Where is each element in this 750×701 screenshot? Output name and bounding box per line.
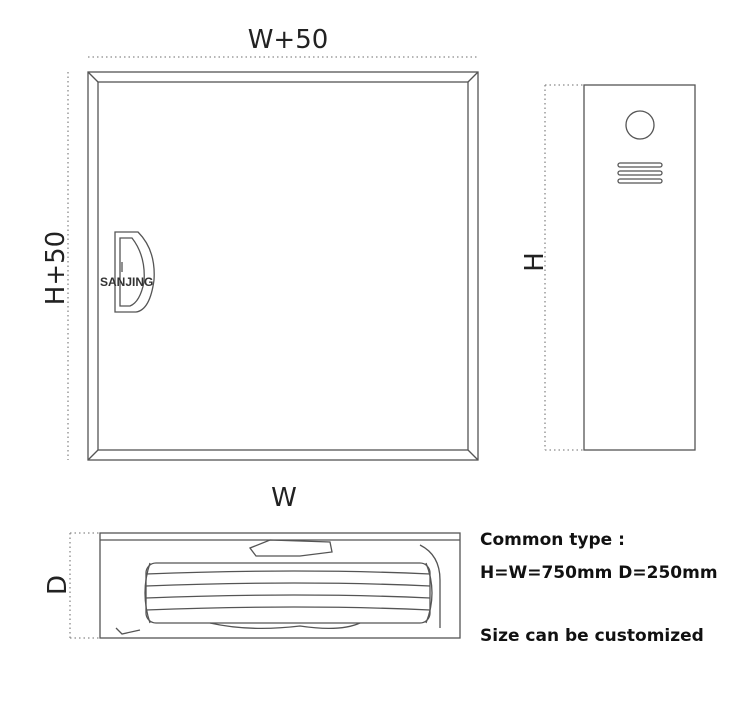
- door-handle-icon: [114, 231, 155, 313]
- front-door-panel: [97, 81, 469, 451]
- front-width-label: W: [271, 483, 297, 513]
- top-view: [69, 532, 461, 639]
- depth-label: D: [43, 575, 73, 595]
- left-height-label: H+50: [41, 231, 71, 305]
- vent-slots-icon: [617, 162, 663, 184]
- bevel-top-right: [467, 71, 479, 83]
- top-width-label: W+50: [248, 25, 329, 55]
- customize-note: Size can be customized: [480, 626, 704, 646]
- side-panel: [583, 84, 696, 451]
- brand-label: SANJING: [100, 275, 153, 289]
- bevel-bottom-right: [467, 449, 479, 461]
- common-type-note: Common type :: [480, 530, 625, 550]
- dimensions-note: H=W=750mm D=250mm: [480, 563, 718, 583]
- side-height-label: H: [520, 252, 550, 272]
- side-view: [544, 84, 696, 451]
- side-hole-icon: [625, 110, 655, 140]
- bevel-bottom-left: [87, 449, 99, 461]
- front-view: [67, 56, 479, 461]
- front-outer-frame: [87, 71, 479, 461]
- hose-reel-icon: [115, 539, 441, 635]
- top-view-box: [99, 532, 461, 639]
- bevel-top-left: [87, 71, 99, 83]
